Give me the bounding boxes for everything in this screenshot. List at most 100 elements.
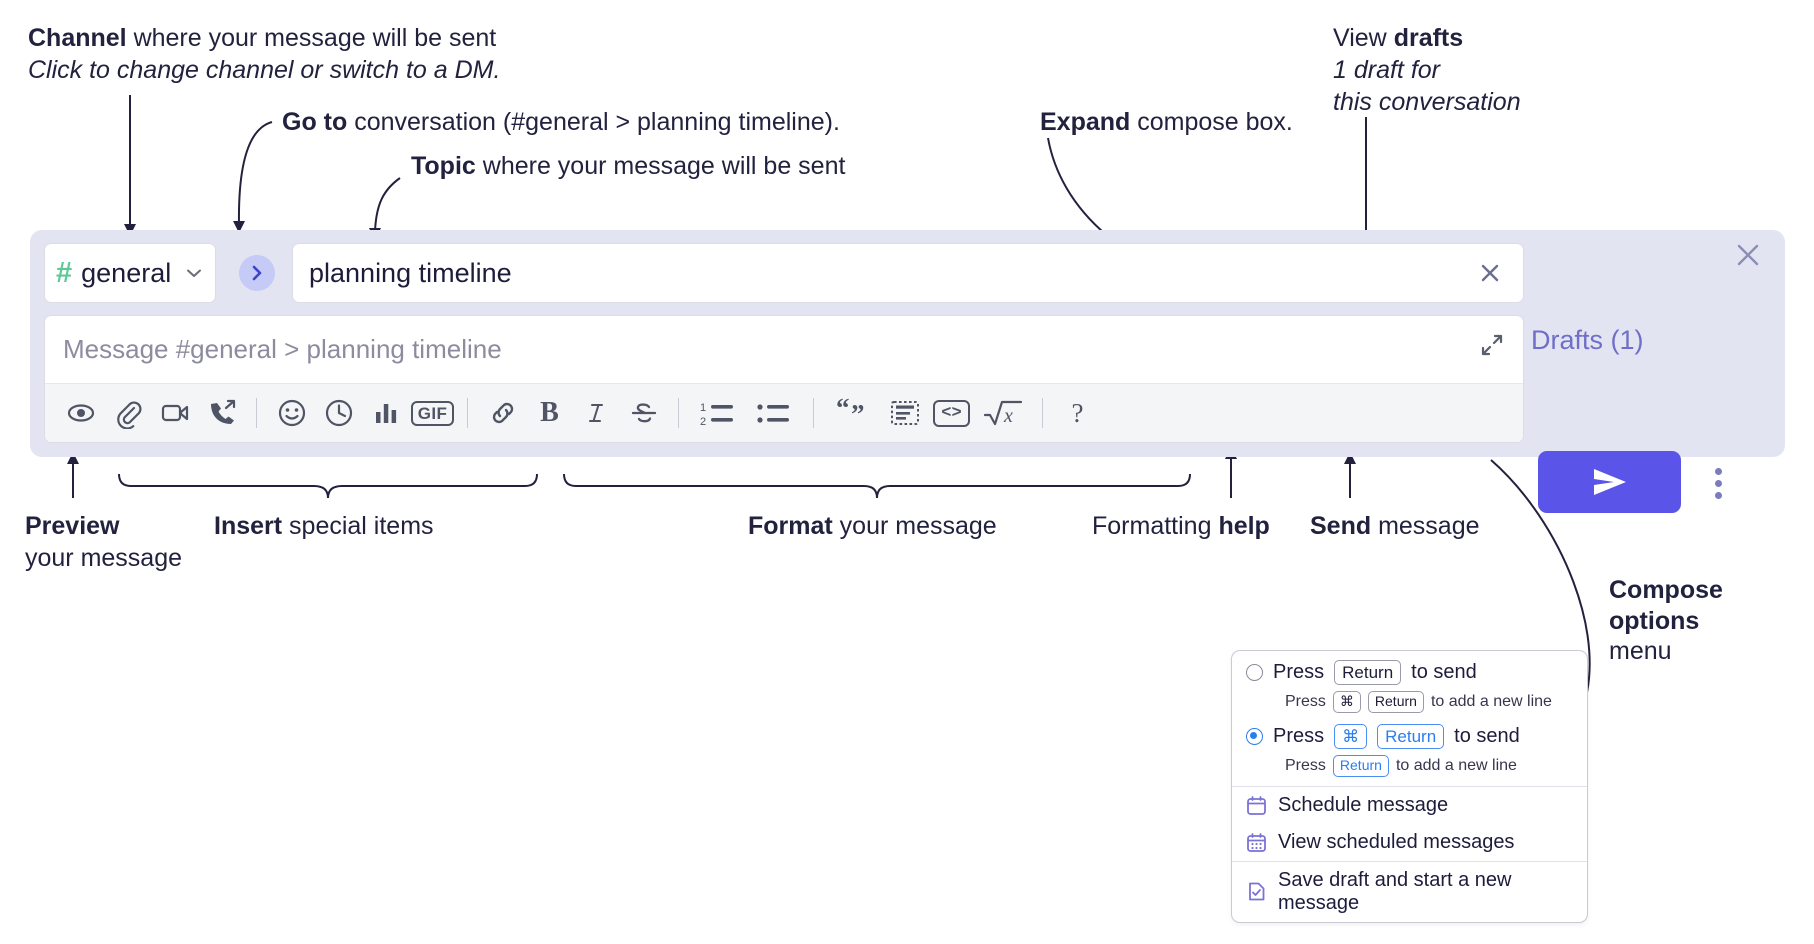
link-button[interactable] (479, 391, 526, 435)
annotation-channel: Channel where your message will be sent … (28, 22, 500, 86)
toolbar-separator-4 (813, 398, 814, 428)
link-icon (487, 397, 519, 429)
annotation-insert: Insert special items (214, 510, 434, 542)
svg-text:1: 1 (700, 402, 706, 414)
menu-option-1-post: to send (1411, 661, 1477, 684)
menu-option-1-sub-pre: Press (1285, 693, 1326, 710)
bulleted-list-icon (755, 398, 793, 428)
bar-chart-icon (370, 397, 402, 429)
goto-conversation-button[interactable] (239, 255, 275, 291)
strikethrough-button[interactable] (620, 391, 667, 435)
annotation-expand-bold: Expand (1040, 108, 1131, 136)
key-command: ⌘ (1332, 691, 1361, 713)
menu-item-view-scheduled-messages[interactable]: View scheduled messages (1232, 824, 1587, 861)
toolbar-separator-3 (678, 398, 679, 428)
key-command-main: ⌘ (1334, 723, 1368, 749)
code-button[interactable]: <> (928, 391, 975, 435)
annotation-drafts-italic1: 1 draft for (1333, 56, 1440, 84)
topic-input[interactable]: planning timeline (292, 243, 1524, 303)
menu-option-2-post: to send (1454, 724, 1520, 747)
video-clip-button[interactable] (151, 391, 198, 435)
menu-option-cmd-return-to-send[interactable]: Press ⌘ Return to send Press Return to a… (1232, 717, 1587, 786)
calendar-icon (1246, 795, 1267, 816)
menu-option-1-main: Press Return to send (1246, 660, 1573, 686)
emoji-button[interactable] (268, 391, 315, 435)
close-compose-button[interactable] (1730, 237, 1766, 273)
annotation-drafts-italic2: this conversation (1333, 88, 1521, 116)
annotation-goto-bold: Go to (282, 108, 348, 136)
toolbar-separator-5 (1042, 398, 1043, 428)
menu-item-label: View scheduled messages (1278, 830, 1515, 853)
send-button[interactable] (1538, 451, 1681, 513)
annotation-goto: Go to conversation (#general > planning … (282, 106, 840, 138)
math-button[interactable]: x (975, 391, 1031, 435)
key-return-sub: Return (1367, 691, 1424, 713)
annotation-compose-options-rest: menu (1609, 637, 1672, 665)
annotation-compose-options: Compose options menu (1609, 575, 1723, 667)
drafts-link[interactable]: Drafts (1) (1531, 325, 1644, 355)
annotation-send-rest: message (1371, 512, 1480, 540)
audio-clip-button[interactable] (198, 391, 245, 435)
send-icon (1588, 464, 1632, 500)
annotation-insert-bold: Insert (214, 512, 283, 540)
annotation-format-bold: Format (748, 512, 833, 540)
compose-box: # general planning timeline Message #g (30, 230, 1785, 457)
channel-picker[interactable]: # general (44, 243, 216, 303)
radio-button-selected[interactable] (1246, 727, 1263, 745)
topic-input-value: planning timeline (309, 257, 512, 288)
preview-button[interactable] (57, 391, 104, 435)
message-input-placeholder[interactable]: Message #general > planning timeline (63, 333, 502, 364)
toolbar-separator-2 (467, 398, 468, 428)
video-camera-icon (159, 397, 191, 429)
schedule-button[interactable] (315, 391, 362, 435)
gif-button[interactable]: GIF (409, 391, 456, 435)
bold-button[interactable]: B (526, 391, 573, 435)
annotation-preview-line2: your message (25, 544, 183, 572)
close-icon[interactable] (1473, 256, 1507, 290)
bulleted-list-button[interactable] (746, 391, 802, 435)
menu-option-1-pre: Press (1273, 661, 1325, 684)
menu-divider-2 (1232, 860, 1587, 862)
message-input-box[interactable]: Message #general > planning timeline (44, 315, 1524, 443)
blockquote-button[interactable]: “” (825, 391, 881, 435)
annotation-insert-rest: special items (282, 512, 434, 540)
annotation-preview: Preview your message (25, 510, 182, 574)
expand-icon[interactable] (1475, 328, 1509, 362)
radio-button-unselected[interactable] (1246, 664, 1263, 682)
annotation-topic-bold: Topic (411, 152, 476, 180)
annotation-drafts: View drafts 1 draft for this conversatio… (1333, 22, 1521, 118)
menu-option-return-to-send[interactable]: Press Return to send Press ⌘ Return to a… (1232, 651, 1587, 717)
annotation-drafts-bold: drafts (1393, 24, 1464, 52)
annotation-send: Send message (1310, 510, 1480, 542)
poll-button[interactable] (362, 391, 409, 435)
clock-icon (323, 397, 355, 429)
compose-inner: # general planning timeline Message #g (44, 243, 1524, 443)
menu-option-1-sub-post: to add a new line (1430, 693, 1552, 710)
annotation-send-bold: Send (1310, 512, 1372, 540)
menu-item-schedule-message[interactable]: Schedule message (1232, 787, 1587, 824)
svg-text:x: x (1003, 405, 1013, 427)
menu-item-label: Schedule message (1278, 793, 1449, 816)
menu-item-label: Save draft and start a new message (1278, 868, 1512, 914)
annotation-format-rest: your message (832, 512, 997, 540)
phone-arrow-icon (206, 397, 238, 429)
annotation-compose-options-bold1: Compose (1609, 576, 1723, 604)
svg-text:“: “ (836, 398, 850, 423)
compose-top-row: # general planning timeline (44, 243, 1524, 303)
annotation-goto-rest: conversation (#general > planning timeli… (347, 108, 840, 136)
annotation-compose-options-bold2: options (1609, 606, 1700, 635)
channel-name: general (81, 257, 172, 288)
menu-option-2-sub-pre: Press (1285, 756, 1326, 774)
svg-text:”: ” (851, 399, 865, 428)
formatting-toolbar: GIF B (45, 383, 1523, 442)
attach-button[interactable] (104, 391, 151, 435)
italic-button[interactable] (573, 391, 620, 435)
code-block-button[interactable] (881, 391, 928, 435)
quote-icon: “” (834, 398, 872, 428)
formatting-help-button[interactable]: ? (1054, 391, 1101, 435)
menu-item-save-draft[interactable]: Save draft and start a new message (1232, 862, 1587, 922)
compose-options-button[interactable] (1701, 461, 1735, 505)
calendar-grid-icon (1246, 832, 1267, 853)
